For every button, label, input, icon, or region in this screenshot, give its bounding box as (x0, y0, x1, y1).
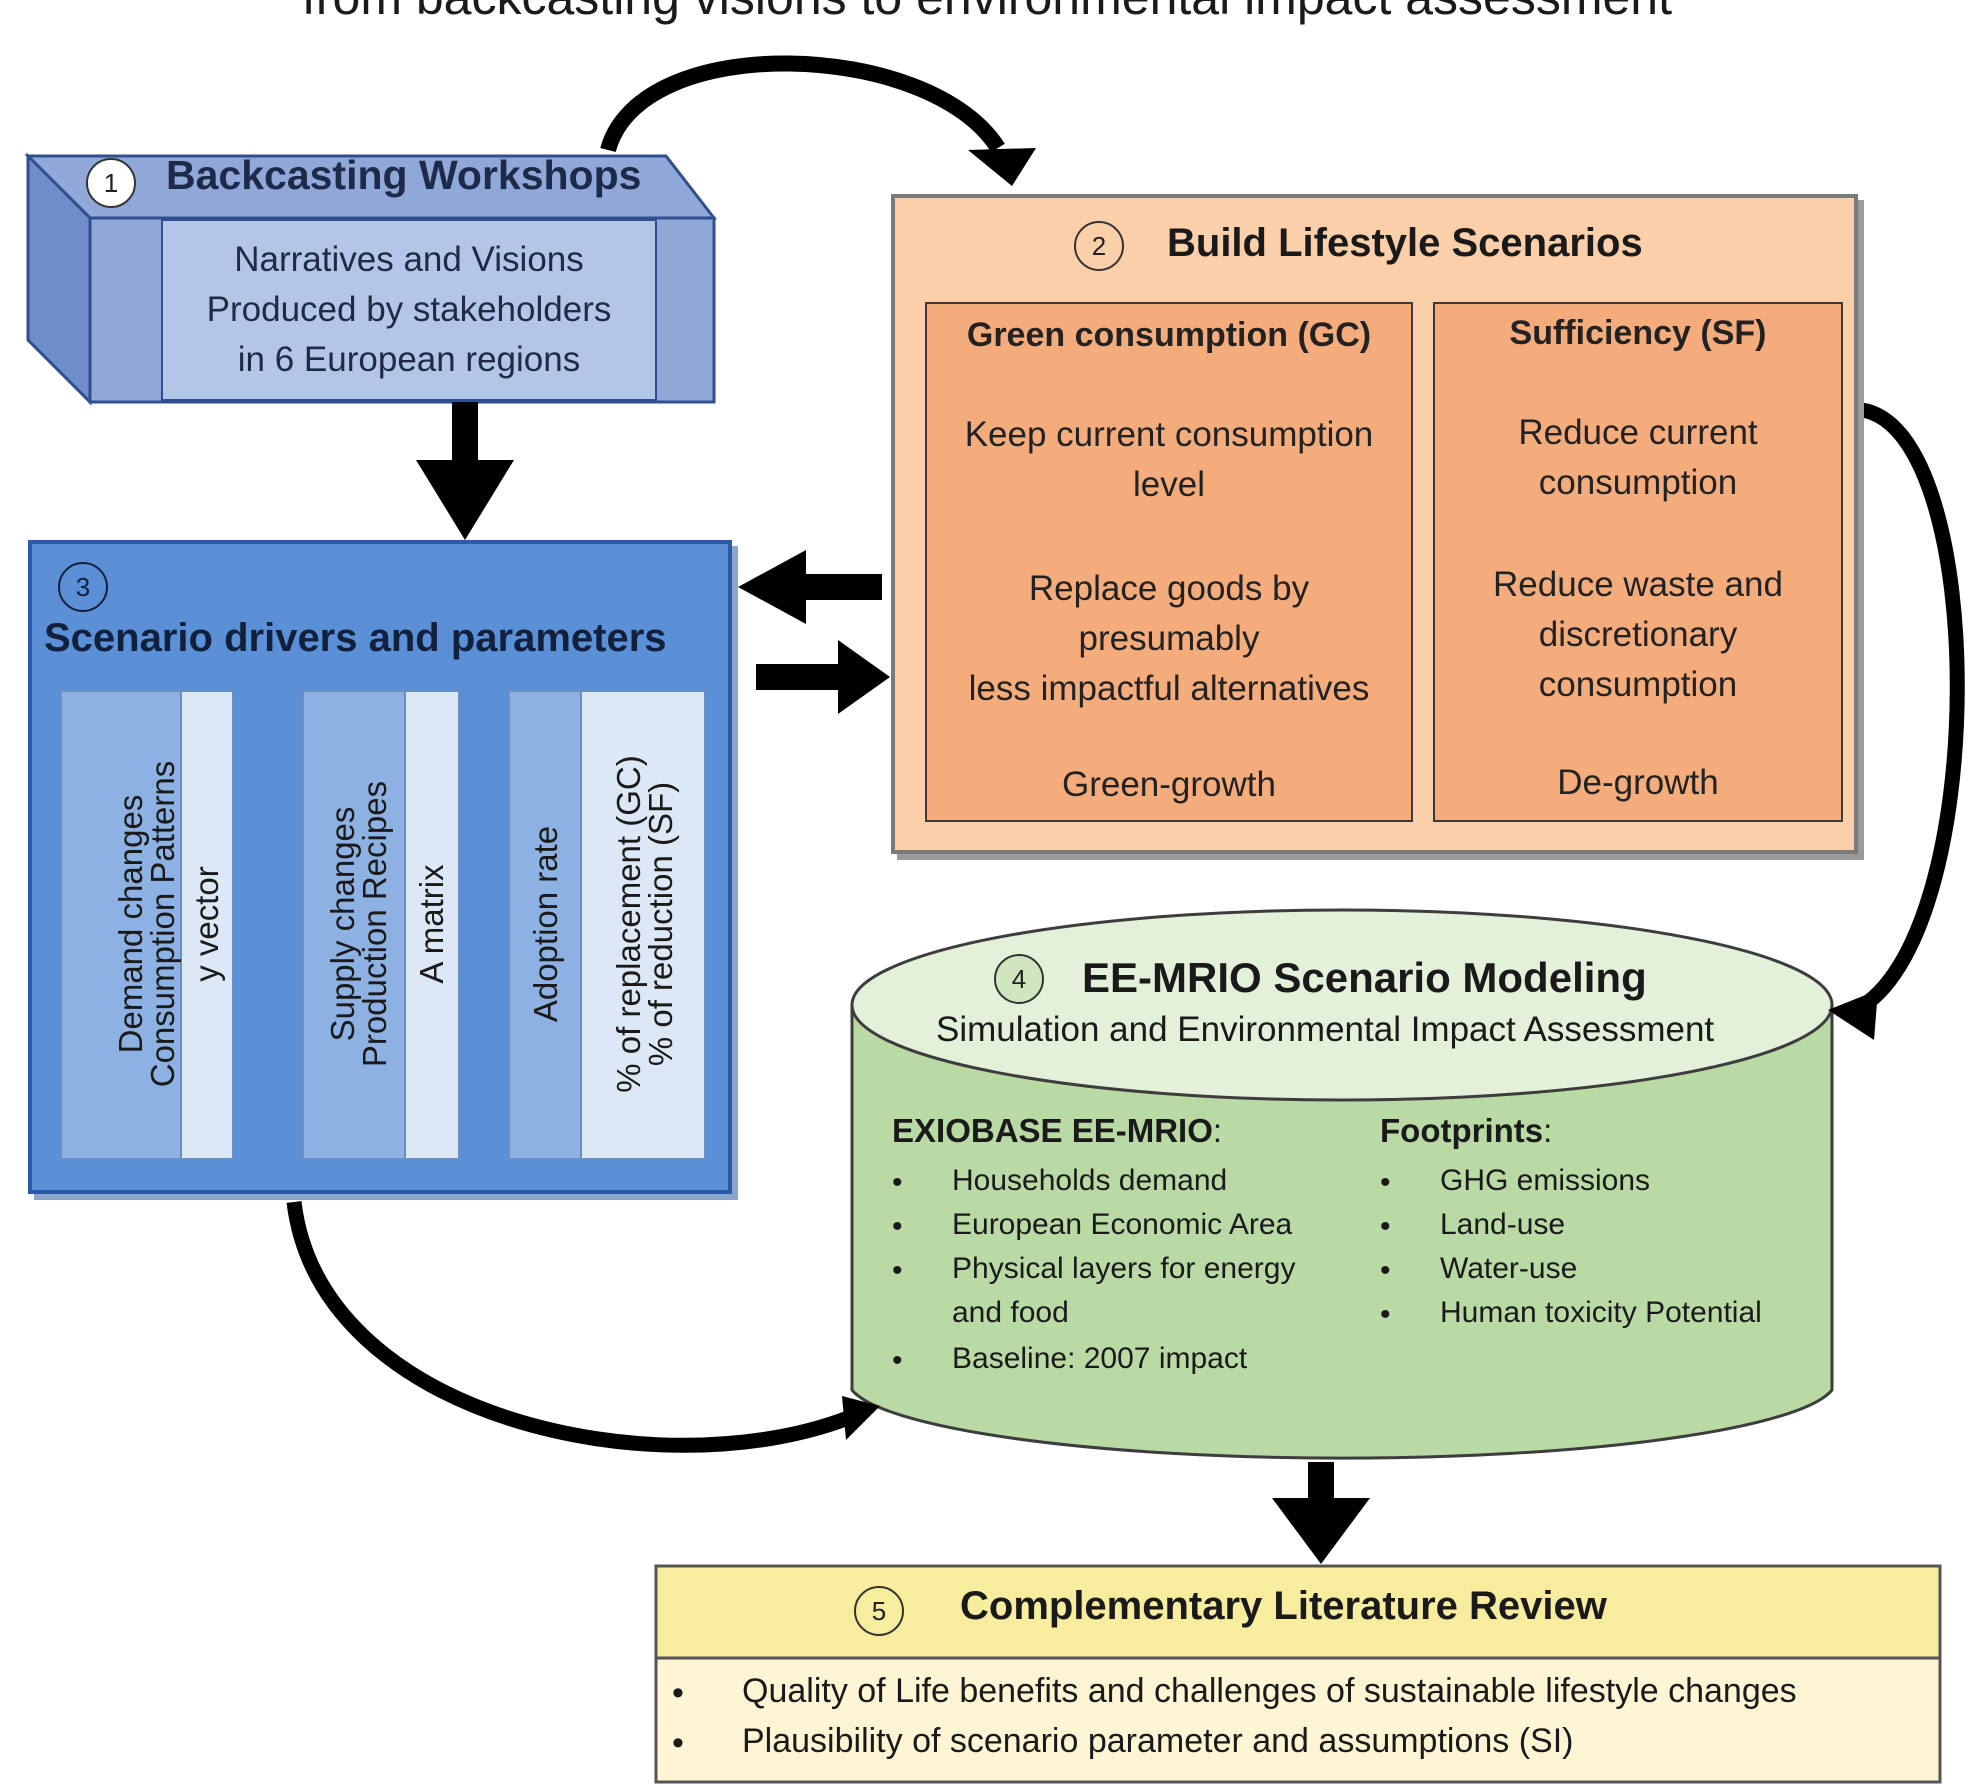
box1-line-1: Narratives and Visions (234, 240, 584, 279)
footprints-heading-text: Footprints (1380, 1112, 1544, 1149)
bullet: • (892, 1254, 903, 1287)
box3-number-badge: 3 (58, 562, 108, 612)
footprints-item-4: Human toxicity Potential (1440, 1296, 1762, 1329)
arrow-curve-2-to-4 (1852, 402, 1965, 1017)
exiobase-heading-text: EXIOBASE EE-MRIO (892, 1112, 1213, 1149)
box2-number-badge: 2 (1074, 221, 1124, 271)
gc-line-3: Replace goods by (1028, 569, 1310, 608)
supply-param-block (404, 690, 460, 1160)
adoption-line-1: % of replacement (GC) (610, 755, 647, 1093)
adoption-text: % of replacement (GC) % of reduction (SF… (610, 694, 679, 1154)
demand-text: Demand changes Consumption Patterns (112, 694, 181, 1154)
box4-cylinder-body (850, 1003, 1834, 1460)
arrow-shaft-1-to-3 (452, 402, 478, 462)
supply-text: Supply changes Production Recipes (324, 694, 393, 1154)
gc-line-2: level (1133, 465, 1205, 504)
demand-block (60, 690, 184, 1160)
box1-text: Narratives and Visions Produced by stake… (162, 220, 656, 400)
box1-text-panel (161, 219, 657, 401)
box3-title: Scenario drivers and parameters (44, 616, 667, 660)
exiobase-heading-colon: : (1212, 1112, 1223, 1149)
box5-item-1: Quality of Life benefits and challenges … (742, 1672, 1797, 1710)
box2-panel-sf: Sufficiency (SF) Reduce current consumpt… (1433, 302, 1843, 822)
exiobase-item-3: Physical layers for energy (952, 1252, 1296, 1285)
demand-line-1: Demand changes (112, 794, 149, 1054)
arrow-head-2-to-3 (738, 550, 806, 624)
sf-line-6: De-growth (1557, 763, 1719, 802)
box2-panel-gc: Green consumption (GC) Keep current cons… (925, 302, 1413, 822)
sf-title: Sufficiency (SF) (1509, 314, 1767, 352)
arrow-head-3-to-4 (842, 1396, 880, 1440)
exiobase-item-1: Households demand (952, 1164, 1228, 1197)
bullet: • (1380, 1210, 1391, 1243)
arrow-shaft-3-to-2 (756, 664, 842, 690)
gc-title: Green consumption (GC) (966, 316, 1372, 354)
arrow-head-4-to-5 (1272, 1498, 1370, 1564)
box2-container: Green consumption (GC) Keep current cons… (891, 194, 1858, 854)
exiobase-heading: EXIOBASE EE-MRIO: (892, 1112, 1222, 1150)
demand-line-2: Consumption Patterns (144, 760, 181, 1088)
bullet: • (892, 1210, 903, 1243)
adoption-line-2: % of reduction (SF) (642, 781, 679, 1067)
bullet: • (1380, 1254, 1391, 1287)
box4-cylinder (850, 908, 1834, 1460)
exiobase-item-3b: and food (952, 1296, 1069, 1329)
box5-item-2: Plausibility of scenario parameter and a… (742, 1722, 1574, 1760)
box5-number-badge: 5 (854, 1586, 904, 1636)
bullet: • (672, 1674, 684, 1712)
adoption-label: Adoption rate (527, 825, 564, 1023)
supply-param-text: A matrix (413, 864, 450, 984)
box1-line-2: Produced by stakeholders (206, 290, 612, 329)
adoption-param-block (580, 690, 706, 1160)
arrow-head-1-to-3 (416, 460, 514, 540)
box1-number-badge: 1 (86, 158, 136, 208)
sf-line-3: Reduce waste and (1493, 565, 1783, 604)
arrow-shaft-2-to-3 (800, 574, 882, 600)
arrow-curve-3-to-4 (286, 1201, 851, 1453)
box4-number-badge: 4 (994, 954, 1044, 1004)
bullet: • (1380, 1298, 1391, 1331)
box1-line-3: in 6 European regions (237, 340, 581, 379)
exiobase-item-2: European Economic Area (952, 1208, 1293, 1241)
bullet: • (892, 1166, 903, 1199)
footprints-item-1: GHG emissions (1440, 1164, 1651, 1197)
gc-line-5: less impactful alternatives (968, 669, 1370, 708)
adoption-block (508, 690, 584, 1160)
arrow-head-1-to-2 (968, 148, 1036, 186)
gc-line-6: Green-growth (1062, 765, 1276, 804)
bullet: • (1380, 1166, 1391, 1199)
demand-param-text: y vector (188, 866, 225, 982)
arrow-head-2-to-4 (1828, 990, 1878, 1040)
box5-title: Complementary Literature Review (960, 1584, 1607, 1628)
box2-title: Build Lifestyle Scenarios (1167, 221, 1643, 265)
footprints-item-3: Water-use (1440, 1252, 1578, 1285)
arrow-head-3-to-2 (838, 640, 890, 714)
gc-line-4: presumably (1078, 619, 1260, 658)
sf-line-4: discretionary (1538, 615, 1738, 654)
sf-line-5: consumption (1538, 665, 1738, 704)
bullet: • (672, 1724, 684, 1762)
sf-line-1: Reduce current (1518, 413, 1758, 452)
supply-line-1: Supply changes (324, 806, 361, 1042)
gc-line-1: Keep current consumption (964, 415, 1374, 454)
box1-block (24, 152, 718, 406)
box4-subtitle: Simulation and Environmental Impact Asse… (936, 1010, 1715, 1049)
footprints-heading: Footprints: (1380, 1112, 1552, 1150)
supply-line-2: Production Recipes (356, 780, 393, 1068)
exiobase-item-4: Baseline: 2007 impact (952, 1342, 1248, 1375)
footprints-item-2: Land-use (1440, 1208, 1566, 1241)
sf-line-2: consumption (1538, 463, 1738, 502)
arrow-curve-1-to-2 (600, 55, 1005, 153)
footprints-heading-colon: : (1543, 1112, 1553, 1149)
diagram-title: from backcasting visions to environmenta… (0, 0, 1974, 26)
bullet: • (892, 1344, 903, 1377)
box4-cylinder-top (850, 908, 1834, 1102)
demand-param-block (180, 690, 234, 1160)
box3-container: Demand changes Consumption Patterns y ve… (28, 540, 732, 1194)
box1-title: Backcasting Workshops (166, 152, 642, 198)
arrow-shaft-4-to-5 (1308, 1462, 1334, 1502)
box5-body-bg (654, 1656, 1942, 1784)
box4-title: EE-MRIO Scenario Modeling (1082, 954, 1647, 1001)
